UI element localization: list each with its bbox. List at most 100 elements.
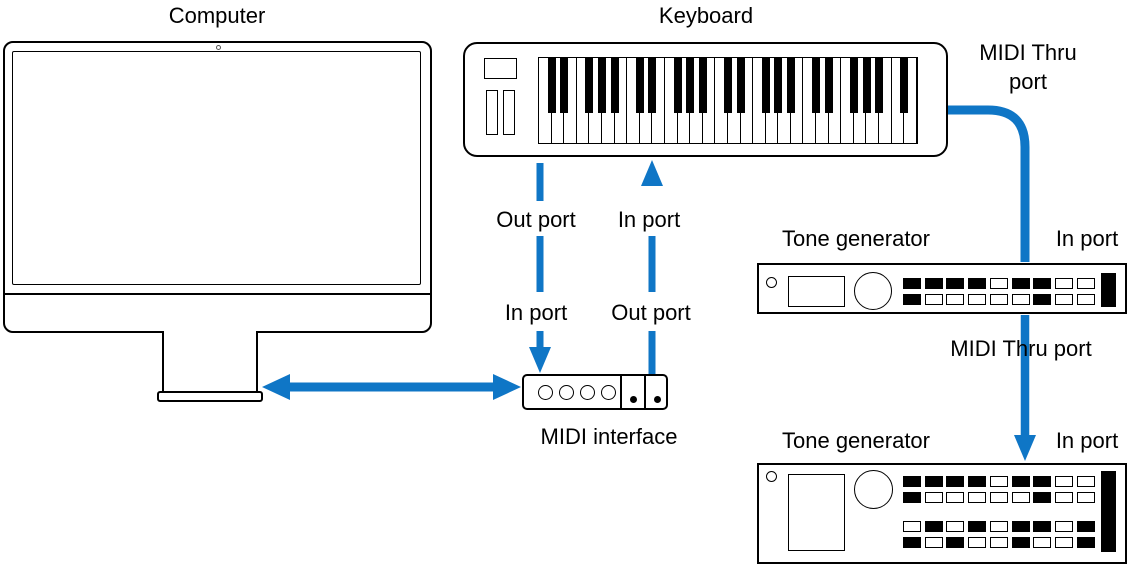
interface-port-circle (580, 385, 595, 400)
keyboard-thru-to-tg1-cable (948, 105, 1030, 262)
panel-button (1054, 537, 1073, 548)
interface-in-port-label: In port (504, 300, 568, 325)
panel-button (946, 476, 965, 487)
keyboard-label: Keyboard (658, 3, 754, 28)
panel-button (903, 537, 921, 548)
tone-generator-2-label: Tone generator (782, 428, 930, 453)
tg1-thru-to-tg2-cable (1014, 315, 1036, 461)
panel-button (968, 537, 987, 548)
panel-button (924, 537, 943, 548)
black-key (610, 58, 619, 113)
panel-button (1054, 476, 1073, 487)
panel-button (968, 521, 987, 532)
black-key (812, 58, 821, 113)
panel-button (1054, 294, 1073, 305)
panel-button (946, 492, 965, 503)
power-led-icon (766, 471, 777, 482)
panel-button (1054, 521, 1073, 532)
panel-button (968, 476, 987, 487)
panel-button (1011, 278, 1030, 289)
tg1-in-port-label: In port (1055, 226, 1119, 251)
tg2-display (788, 474, 845, 551)
panel-button (924, 476, 943, 487)
black-key (547, 58, 556, 113)
interface-out-port-label: Out port (611, 300, 691, 325)
panel-button (1076, 476, 1095, 487)
interface-port-circle (559, 385, 574, 400)
panel-button (1054, 492, 1073, 503)
black-key (698, 58, 707, 113)
white-key (904, 58, 917, 143)
panel-button (924, 278, 943, 289)
black-key (875, 58, 884, 113)
panel-button (1054, 278, 1073, 289)
panel-button (946, 521, 965, 532)
tg1-display (788, 276, 845, 307)
black-key (850, 58, 858, 113)
black-key (598, 58, 606, 113)
panel-button (946, 294, 965, 305)
interface-out-to-keyboard-cable (641, 160, 663, 374)
panel-button (1011, 521, 1030, 532)
panel-button (924, 492, 943, 503)
white-key (791, 58, 804, 143)
tg2-knob (854, 470, 893, 509)
panel-button (1076, 278, 1095, 289)
midi-thru-port-label-top: MIDI Thru port (979, 40, 1077, 94)
interface-port-circle (538, 385, 553, 400)
white-key (652, 58, 665, 143)
panel-button (989, 294, 1008, 305)
keyboard-out-to-interface-cable (529, 163, 551, 373)
keyboard-out-port-label: Out port (496, 207, 576, 232)
black-key (862, 58, 871, 113)
white-key (741, 58, 754, 143)
panel-button (1033, 521, 1052, 532)
keyboard-in-port-label: In port (617, 207, 681, 232)
panel-button (1033, 492, 1052, 503)
panel-button (1076, 492, 1095, 503)
camera-icon (216, 45, 221, 50)
midi-interface-box (522, 374, 668, 410)
computer-label: Computer (168, 3, 266, 28)
tg1-knob (854, 272, 892, 310)
panel-button (1011, 492, 1030, 503)
black-key (724, 58, 732, 113)
tone-generator-2-box (757, 463, 1127, 564)
mod-wheel (503, 90, 515, 135)
panel-button (989, 537, 1008, 548)
midi-interface-label: MIDI interface (540, 424, 678, 449)
black-key (900, 58, 909, 113)
panel-button (989, 521, 1008, 532)
panel-button (903, 294, 921, 305)
panel-button (924, 521, 943, 532)
panel-button (968, 492, 987, 503)
black-key (787, 58, 795, 113)
panel-button (1076, 537, 1095, 548)
panel-button (989, 476, 1008, 487)
panel-button (1011, 294, 1030, 305)
panel-button (1033, 278, 1052, 289)
interface-divider (644, 376, 646, 408)
panel-button (903, 492, 921, 503)
power-led-icon (766, 277, 777, 288)
keyboard-display (484, 58, 517, 79)
computer-monitor (3, 41, 432, 333)
white-key (703, 58, 716, 143)
black-key (824, 58, 833, 113)
white-key (829, 58, 842, 143)
panel-button (989, 492, 1008, 503)
panel-button (968, 294, 987, 305)
panel-button (946, 537, 965, 548)
panel-button (1033, 537, 1052, 548)
interface-port-dot (630, 396, 637, 403)
white-key (879, 58, 892, 143)
panel-button (903, 278, 921, 289)
interface-divider (620, 376, 622, 408)
tg2-level-bar (1101, 471, 1116, 552)
computer-stand-foot (157, 391, 263, 402)
piano-keys (538, 57, 918, 144)
panel-button (946, 278, 965, 289)
midi-thru-port-label-mid: MIDI Thru port (950, 336, 1092, 361)
